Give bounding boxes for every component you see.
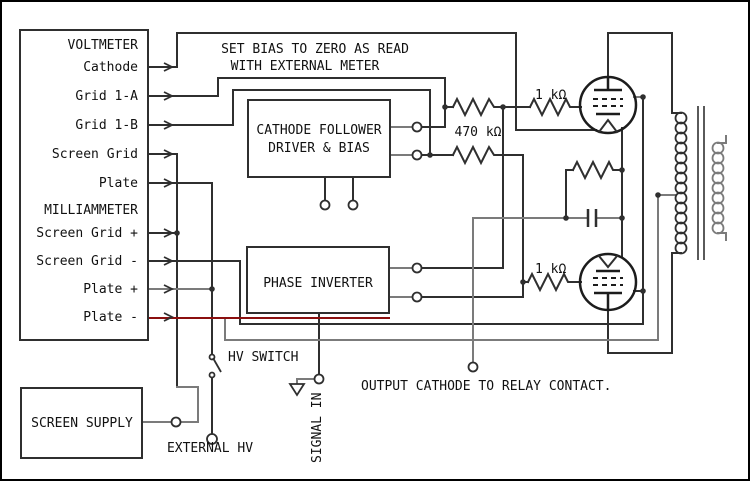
row-grid1a-label: Grid 1-A <box>75 89 138 104</box>
arrow-icon <box>163 312 175 322</box>
junction-dots <box>174 94 661 294</box>
panel-arrows <box>163 62 175 322</box>
switch-contact <box>208 371 216 379</box>
signal-in-terminal[interactable] <box>313 373 325 385</box>
external-hv-label: EXTERNAL HV <box>167 441 253 456</box>
arrow-icon <box>163 120 175 130</box>
output-cathode-terminal[interactable] <box>467 361 479 373</box>
wires-gray <box>141 96 677 423</box>
bias-note-line2: WITH EXTERNAL METER <box>231 59 380 74</box>
cathode-follower-box <box>247 99 391 178</box>
wire-grid1b-bus <box>147 89 431 156</box>
row-plate-minus-label: Plate - <box>83 310 138 325</box>
row-plate-label: Plate <box>99 176 138 191</box>
arrow-icon <box>163 149 175 159</box>
row-plate-plus-label: Plate + <box>83 282 138 297</box>
cathode-follower-label-1: CATHODE FOLLOWER <box>256 123 381 138</box>
meter-panel-box <box>19 29 149 341</box>
wire-upper-plate-to-transformer <box>607 32 682 114</box>
screen-supply-box <box>20 387 143 459</box>
wire-plate-minus-bus <box>224 194 677 341</box>
resistor-1k-bottom <box>526 271 571 293</box>
switch-blade <box>212 357 222 373</box>
pi-terminal-1[interactable] <box>411 262 423 274</box>
wire-pi-terminal2-riser <box>421 281 524 298</box>
arrow-icon <box>163 62 175 72</box>
wire-cf-terminal1 <box>421 106 446 128</box>
wire-signal-hook <box>296 378 315 385</box>
cf-terminal-2[interactable] <box>411 149 423 161</box>
hv-switch-label: HV SWITCH <box>228 350 298 365</box>
signal-in-label: SIGNAL IN <box>310 393 325 463</box>
phase-inverter-label: PHASE INVERTER <box>263 276 373 291</box>
tube-heater <box>597 118 619 134</box>
row-screen-grid-label: Screen Grid <box>52 147 138 162</box>
bias-test-terminal-1[interactable] <box>319 199 331 211</box>
arrow-icon <box>163 91 175 101</box>
output-cathode-note: OUTPUT CATHODE TO RELAY CONTACT. <box>361 379 611 394</box>
tube-lower <box>578 252 638 312</box>
row-grid1b-label: Grid 1-B <box>75 118 138 133</box>
wires-dark <box>147 32 682 435</box>
cathode-follower-label-2: DRIVER & BIAS <box>268 141 370 156</box>
phase-inverter-box <box>246 246 390 314</box>
arrow-icon <box>163 284 175 294</box>
resistor-1k-bottom-label: 1 kΩ <box>535 262 566 277</box>
resistor-470k-label: 470 kΩ <box>455 125 502 140</box>
resistor-1k-top <box>528 96 573 118</box>
wire-470k-bottom-right <box>496 154 524 283</box>
pi-terminal-2[interactable] <box>411 291 423 303</box>
tube-upper <box>578 75 638 135</box>
tube-heater <box>597 254 619 269</box>
secondary-lead-bottom <box>717 232 727 241</box>
resistor-1k-top-label: 1 kΩ <box>535 88 566 103</box>
arrow-icon <box>163 228 175 238</box>
screen-supply-terminal[interactable] <box>170 416 182 428</box>
resistor-cathode-feedback <box>571 159 616 181</box>
wire-lower-plate-to-transformer <box>607 252 682 354</box>
output-transformer <box>674 106 727 260</box>
wire-grid1a-bus <box>147 77 446 108</box>
wire-plate-hv <box>147 182 213 356</box>
wire-screen-supply-run <box>176 386 199 423</box>
arrow-icon <box>163 256 175 266</box>
arrow-icon <box>163 178 175 188</box>
row-screen-grid-minus-label: Screen Grid - <box>36 254 138 269</box>
wire-screen-grid <box>147 153 178 388</box>
row-screen-grid-plus-label: Screen Grid + <box>36 226 138 241</box>
screen-supply-label: SCREEN SUPPLY <box>31 416 133 431</box>
wire-pi-terminal1-riser <box>421 106 504 269</box>
secondary-lead-top <box>717 135 727 144</box>
milliammeter-header: MILLIAMMETER <box>44 203 138 218</box>
voltmeter-header: VOLTMETER <box>68 38 139 53</box>
external-hv-terminal[interactable] <box>206 433 218 445</box>
hv-switch[interactable] <box>208 353 222 379</box>
ground-icon <box>288 383 306 397</box>
capacitor <box>586 209 598 227</box>
terminals <box>170 121 479 445</box>
row-cathode-label: Cathode <box>83 60 138 75</box>
secondary-winding <box>711 141 725 235</box>
wire-rc-left-drop <box>565 169 574 219</box>
bias-note-line1: SET BIAS TO ZERO AS READ <box>221 42 409 57</box>
primary-winding <box>674 111 688 255</box>
resistor-470k-bottom <box>451 144 498 166</box>
bias-test-terminal-2[interactable] <box>347 199 359 211</box>
text-layer: VOLTMETER Cathode Grid 1-A Grid 1-B Scre… <box>31 38 611 463</box>
cf-terminal-1[interactable] <box>411 121 423 133</box>
resistor-470k-top <box>451 96 498 118</box>
wire-screen-grid-minus-bus <box>147 96 644 325</box>
